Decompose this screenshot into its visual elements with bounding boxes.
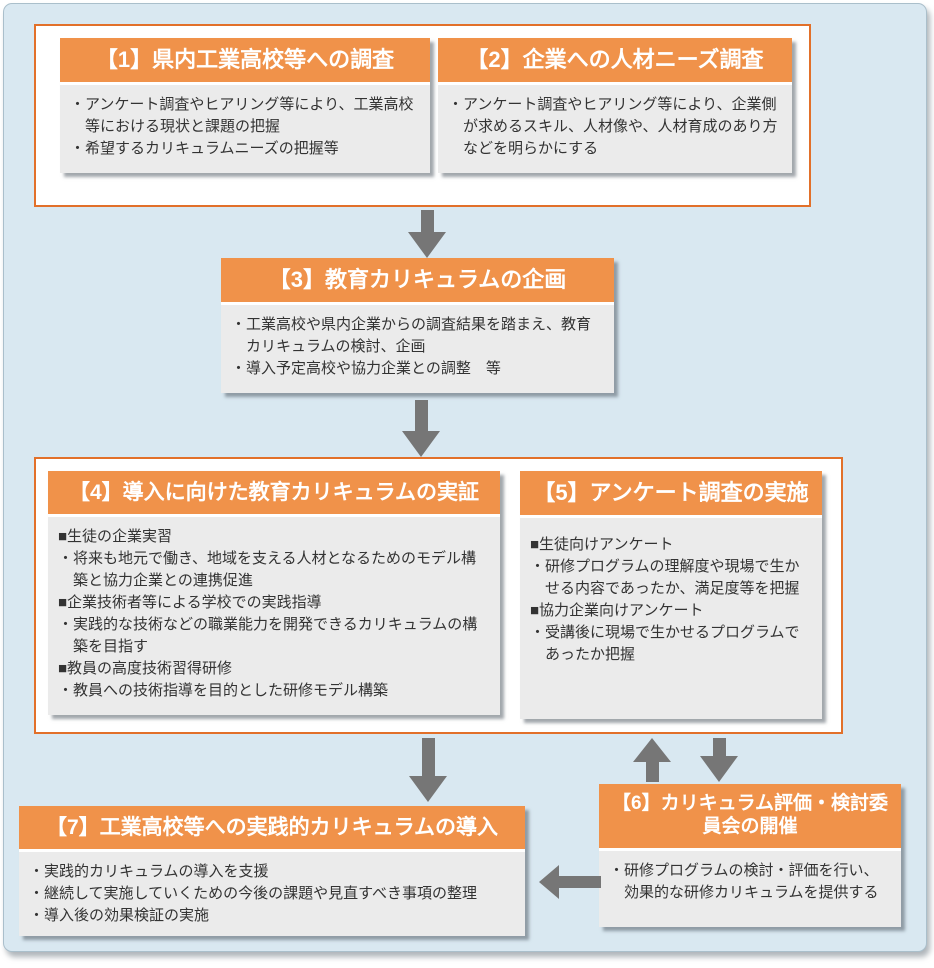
box-1: 【1】県内工業高校等への調査 ・アンケート調査やヒアリング等により、工業高校等に…	[60, 38, 430, 174]
arrow-surveys-to-3-icon	[408, 210, 446, 258]
list-item: ・アンケート調査やヒアリング等により、工業高校等における現状と課題の把握	[70, 96, 414, 136]
box-1-body: ・アンケート調査やヒアリング等により、工業高校等における現状と課題の把握・希望す…	[60, 85, 430, 174]
list-item: ■教員の高度技術習得研修	[58, 660, 233, 678]
box-7: 【7】工業高校等への実践的カリキュラムの導入 ・実践的カリキュラムの導入を支援・…	[19, 806, 525, 937]
box-3: 【3】教育カリキュラムの企画 ・工業高校や県内企業からの調査結果を踏まえ、教育カ…	[221, 258, 614, 394]
list-item: ・継続して実施していくための今後の課題や見直すべき事項の整理	[29, 885, 478, 903]
list-item: ■協力企業向けアンケート	[530, 602, 704, 620]
list-item: ・教員への技術指導を目的とした研修モデル構築	[58, 682, 389, 700]
arrow-3-to-trial-icon	[402, 400, 440, 457]
box-1-title: 【1】県内工業高校等への調査	[60, 38, 430, 83]
box-2-title: 【2】企業への人材ニーズ調査	[438, 38, 792, 83]
box-6-title: 【6】カリキュラム評価・検討委員会の開催	[599, 784, 901, 848]
box-2-body: ・アンケート調査やヒアリング等により、企業側が求めるスキル、人材像や、人材育成の…	[438, 85, 792, 174]
box-2: 【2】企業への人材ニーズ調査 ・アンケート調査やヒアリング等により、企業側が求め…	[438, 38, 792, 174]
list-item: ・研修プログラムの検討・評価を行い、効果的な研修カリキュラムを提供する	[609, 861, 879, 901]
arrow-trial-to-6-down-icon	[700, 738, 738, 782]
box-3-body: ・工業高校や県内企業からの調査結果を踏まえ、教育カリキュラムの検討、企画・導入予…	[221, 305, 614, 394]
arrow-trial-to-7-icon	[409, 738, 447, 802]
flowchart-panel: 【1】県内工業高校等への調査 ・アンケート調査やヒアリング等により、工業高校等に…	[3, 3, 927, 952]
box-6-body: ・研修プログラムの検討・評価を行い、効果的な研修カリキュラムを提供する	[599, 850, 901, 927]
box-5: 【5】アンケート調査の実施 ■生徒向けアンケート・研修プログラムの理解度や現場で…	[520, 471, 822, 720]
box-3-title: 【3】教育カリキュラムの企画	[221, 258, 614, 303]
list-item: ■生徒向けアンケート	[530, 536, 674, 554]
box-5-title: 【5】アンケート調査の実施	[520, 471, 822, 516]
list-item: ■企業技術者等による学校での実践指導	[58, 594, 322, 612]
list-item: ■生徒の企業実習	[58, 528, 173, 546]
box-6: 【6】カリキュラム評価・検討委員会の開催 ・研修プログラムの検討・評価を行い、効…	[599, 784, 901, 927]
list-item: ・実践的カリキュラムの導入を支援	[29, 863, 269, 881]
list-item: ・導入後の効果検証の実施	[29, 907, 210, 925]
list-item: ・工業高校や県内企業からの調査結果を踏まえ、教育カリキュラムの検討、企画	[231, 316, 592, 356]
box-7-body: ・実践的カリキュラムの導入を支援・継続して実施していくための今後の課題や見直すべ…	[19, 852, 525, 937]
box-4-title: 【4】導入に向けた教育カリキュラムの実証	[48, 471, 500, 515]
list-item: ・アンケート調査やヒアリング等により、企業側が求めるスキル、人材像や、人材育成の…	[448, 96, 778, 158]
box-7-title: 【7】工業高校等への実践的カリキュラムの導入	[19, 806, 525, 850]
list-item: ・導入予定高校や協力企業との調整 等	[231, 360, 501, 378]
box-5-body: ■生徒向けアンケート・研修プログラムの理解度や現場で生かせる内容であったか、満足…	[520, 518, 822, 720]
box-4-body: ■生徒の企業実習・将来も地元で働き、地域を支える人材となるためのモデル構築と協力…	[48, 517, 500, 716]
arrow-6-to-trial-up-icon	[633, 738, 671, 782]
list-item: ・希望するカリキュラムニーズの把握等	[70, 140, 339, 158]
list-item: ・研修プログラムの理解度や現場で生かせる内容であったか、満足度等を把握	[530, 558, 800, 598]
arrow-6-to-7-left-icon	[539, 865, 601, 899]
list-item: ・受講後に現場で生かせるプログラムであったか把握	[530, 624, 800, 664]
list-item: ・将来も地元で働き、地域を支える人材となるためのモデル構築と協力企業との連携促進	[58, 550, 477, 590]
list-item: ・実践的な技術などの職業能力を開発できるカリキュラムの構築を目指す	[58, 616, 478, 656]
box-4: 【4】導入に向けた教育カリキュラムの実証 ■生徒の企業実習・将来も地元で働き、地…	[48, 471, 500, 716]
